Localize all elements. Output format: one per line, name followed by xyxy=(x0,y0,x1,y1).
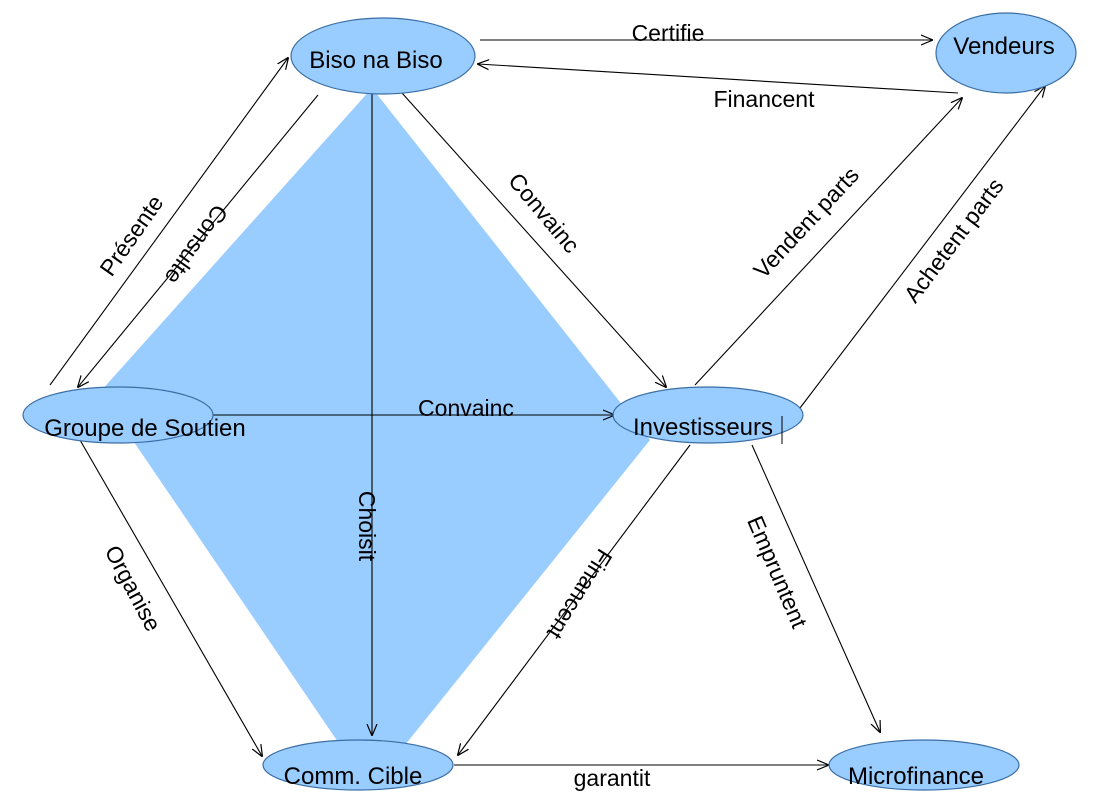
node-groupe-label: Groupe de Soutien xyxy=(44,415,245,442)
label-choisit: Choisit xyxy=(354,491,380,562)
edge-organise xyxy=(79,439,262,756)
edge-convainc-diagonal xyxy=(401,92,666,387)
node-vendeurs-label: Vendeurs xyxy=(953,33,1054,60)
node-biso-na-biso[interactable]: Biso na Biso xyxy=(290,17,476,95)
edge-empruntent xyxy=(751,444,880,732)
node-biso-shape xyxy=(290,17,476,95)
label-financent-top: Financent xyxy=(713,86,815,112)
node-groupe-de-soutien[interactable]: Groupe de Soutien xyxy=(22,386,246,444)
label-presente: Présente xyxy=(94,190,168,280)
node-investisseurs-shape xyxy=(612,386,804,444)
node-vendeurs-shape xyxy=(935,12,1077,94)
label-convainc-diagonal: Convainc xyxy=(503,168,585,258)
edge-vendent-parts xyxy=(694,98,962,386)
node-vendeurs[interactable]: Vendeurs xyxy=(935,12,1077,94)
label-convainc-middle: Convainc xyxy=(418,395,514,421)
edge-financent-top xyxy=(478,64,959,94)
edge-presente xyxy=(49,58,288,386)
node-biso-label: Biso na Biso xyxy=(309,47,442,74)
label-organise: Organise xyxy=(100,541,167,636)
node-microfinance-shape xyxy=(828,739,1020,791)
node-investisseurs[interactable]: Investisseurs xyxy=(612,386,804,444)
node-microfinance[interactable]: Microfinance xyxy=(828,739,1020,791)
label-garantit: garantit xyxy=(574,765,651,791)
label-achetent-parts: Achetent parts xyxy=(899,173,1009,307)
node-investisseurs-label: Investisseurs xyxy=(633,414,773,441)
node-comm-label: Comm. Cible xyxy=(284,763,423,790)
edge-achetent-parts xyxy=(799,86,1045,409)
node-groupe-shape xyxy=(22,386,214,444)
node-comm-cible[interactable]: Comm. Cible xyxy=(262,739,454,791)
edge-consulte xyxy=(78,94,319,387)
central-diamond-region xyxy=(100,88,650,745)
label-certifie: Certifie xyxy=(632,20,705,46)
node-microfinance-label: Microfinance xyxy=(848,763,984,790)
node-comm-shape xyxy=(262,739,454,791)
label-empruntent: Empruntent xyxy=(742,512,813,632)
edge-financent-low xyxy=(458,444,691,755)
